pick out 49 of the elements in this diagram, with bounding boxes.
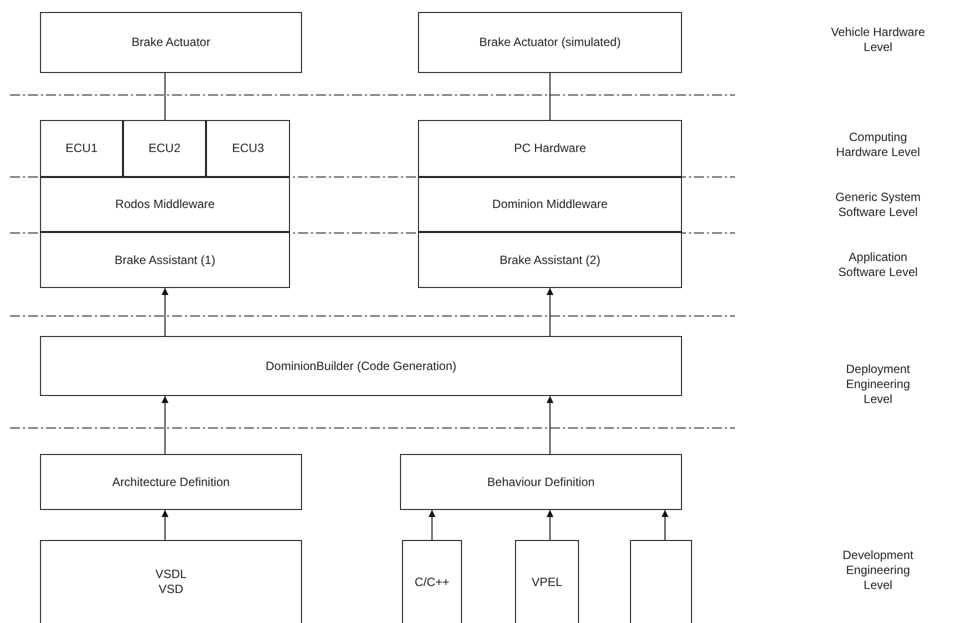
box-label: Brake Actuator (simulated) bbox=[479, 35, 621, 50]
box-label: VPEL bbox=[532, 574, 562, 590]
arrow bbox=[162, 396, 168, 454]
process-box bbox=[418, 12, 682, 73]
box-label: VSDL bbox=[155, 567, 187, 582]
box-label: VSD bbox=[158, 582, 184, 597]
box-label: C/C++ bbox=[414, 574, 450, 590]
box-label: Brake Assistant (1) bbox=[114, 252, 216, 268]
process-box bbox=[418, 232, 682, 288]
process-box bbox=[40, 120, 123, 177]
box-label: Architecture Definition bbox=[112, 474, 230, 490]
process-box bbox=[40, 232, 290, 288]
process-box bbox=[206, 120, 290, 177]
box-label: Rodos Middleware bbox=[115, 197, 215, 212]
process-box bbox=[40, 336, 682, 396]
level-label: Vehicle Hardware Level bbox=[830, 25, 926, 55]
arrow bbox=[546, 396, 554, 454]
process-box bbox=[40, 12, 302, 73]
box-label: Dominion Middleware bbox=[492, 197, 608, 212]
process-box bbox=[418, 120, 682, 177]
box-label: PC Hardware bbox=[514, 141, 586, 156]
box-shape bbox=[630, 540, 692, 623]
level-label: Computing Hardware Level bbox=[834, 130, 922, 160]
process-box bbox=[123, 120, 206, 177]
box-label: ECU3 bbox=[232, 141, 264, 156]
level-label: Development Engineering Level bbox=[842, 548, 914, 593]
process-box bbox=[40, 540, 302, 623]
arrow bbox=[162, 288, 168, 336]
connector-line bbox=[164, 72, 166, 120]
process-box bbox=[515, 540, 579, 623]
process-box bbox=[400, 454, 682, 510]
level-label: Generic System Software Level bbox=[834, 190, 922, 220]
box-label: ECU1 bbox=[65, 141, 98, 156]
arrow bbox=[546, 510, 554, 540]
level-label: Deployment Engineering Level bbox=[844, 362, 912, 407]
process-box bbox=[402, 540, 462, 623]
box-label: Brake Actuator bbox=[132, 35, 210, 50]
process-box bbox=[418, 177, 682, 232]
box-label: DominionBuilder (Code Generation) bbox=[266, 358, 456, 374]
box-label: Brake Assistant (2) bbox=[500, 252, 600, 268]
box-label: Behaviour Definition bbox=[487, 474, 595, 490]
process-box bbox=[40, 454, 302, 510]
process-box bbox=[40, 177, 290, 232]
arrow bbox=[162, 510, 168, 540]
level-label: Application Software Level bbox=[837, 250, 919, 280]
arrow bbox=[546, 288, 554, 336]
arrow bbox=[428, 510, 436, 540]
box-label: ECU2 bbox=[148, 141, 180, 156]
arrow bbox=[662, 510, 668, 540]
